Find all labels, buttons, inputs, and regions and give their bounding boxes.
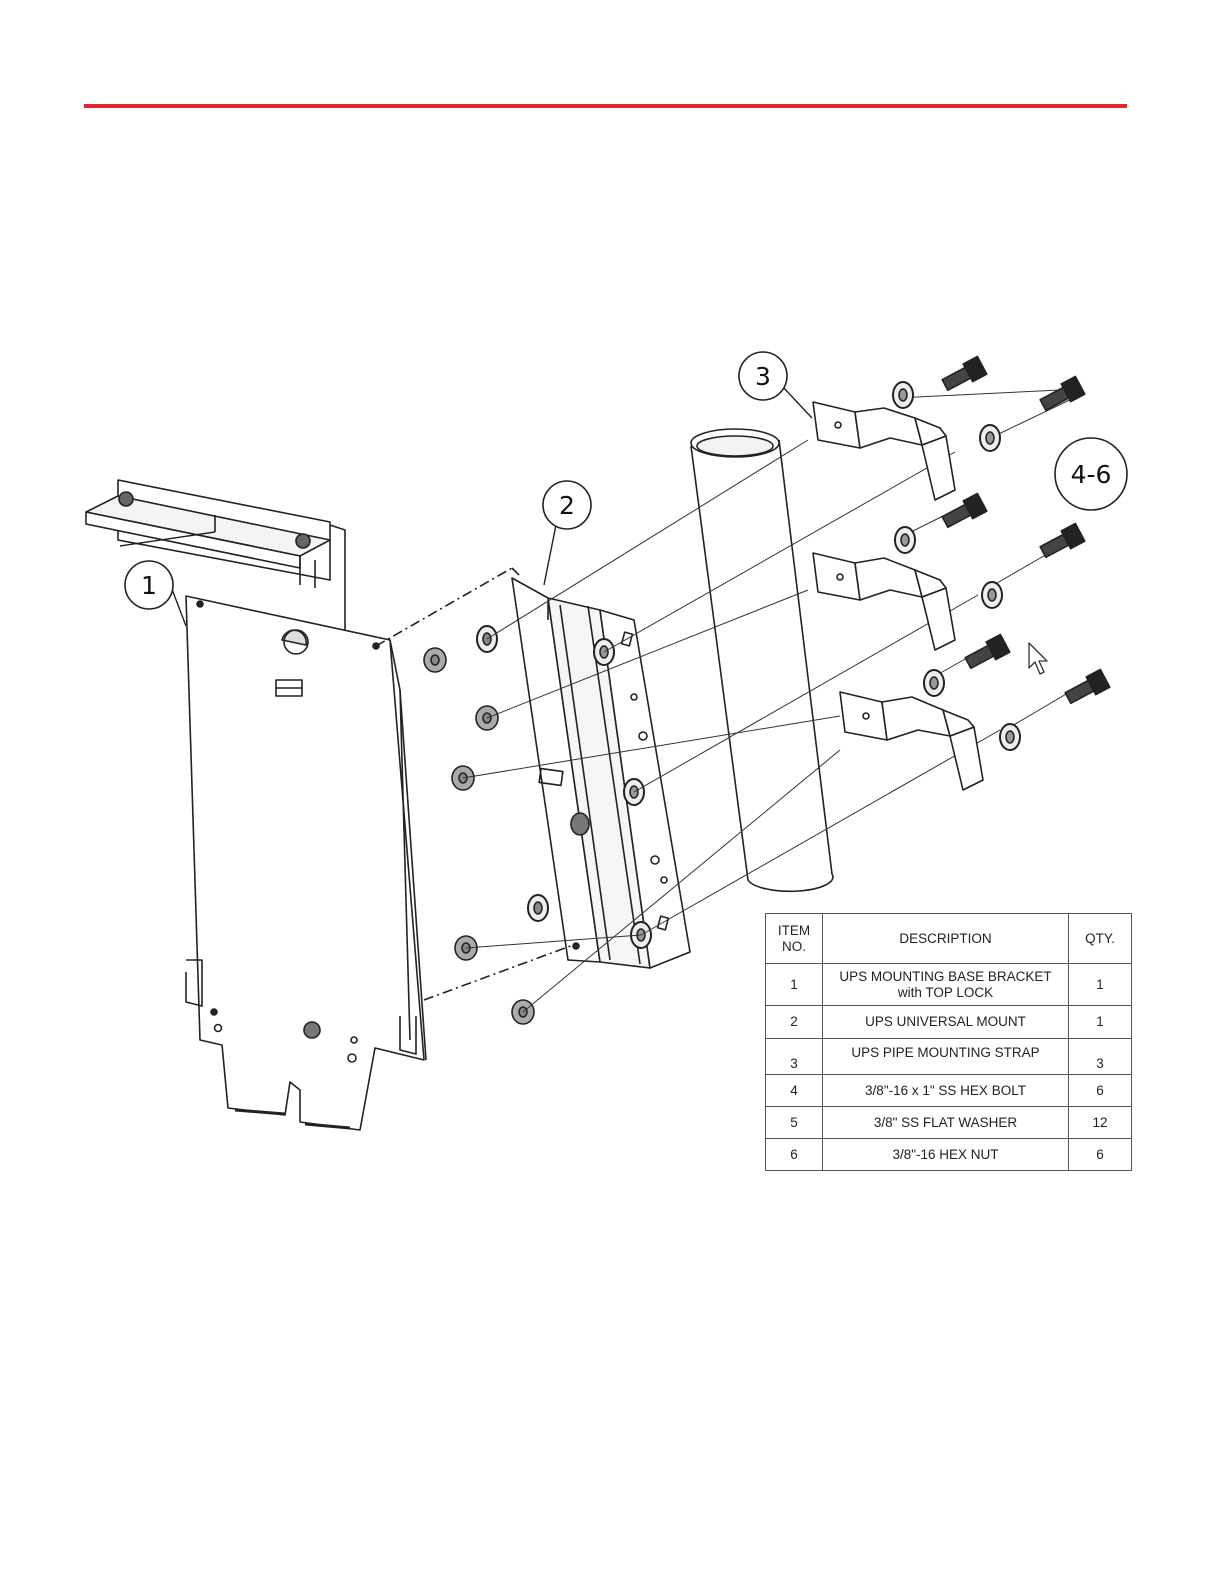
row-description: 3/8" SS FLAT WASHER — [823, 1107, 1069, 1139]
row-item: 2 — [766, 1006, 823, 1039]
callout-4-6-label: 4-6 — [1071, 460, 1112, 489]
row-item: 1 — [766, 964, 823, 1006]
row-item: 4 — [766, 1075, 823, 1107]
row-qty: 6 — [1069, 1075, 1132, 1107]
hex-nuts — [424, 648, 534, 1024]
row-qty: 6 — [1069, 1139, 1132, 1171]
row-item: 3 — [766, 1039, 823, 1075]
callout-3-label: 3 — [755, 362, 771, 391]
table-row: 1 UPS MOUNTING BASE BRACKET with TOP LOC… — [766, 964, 1132, 1006]
callout-4-6: 4-6 — [1055, 438, 1127, 510]
callout-2: 2 — [543, 481, 591, 529]
row-qty: 3 — [1069, 1039, 1132, 1075]
row-description: 3/8"-16 x 1" SS HEX BOLT — [823, 1075, 1069, 1107]
table-row: 3 UPS PIPE MOUNTING STRAP 3 — [766, 1039, 1132, 1075]
mounting-pipe — [691, 429, 833, 891]
header-qty: QTY. — [1069, 914, 1132, 964]
row-description: UPS MOUNTING BASE BRACKET with TOP LOCK — [823, 964, 1069, 1006]
row-item: 6 — [766, 1139, 823, 1171]
table-header-row: ITEM NO. DESCRIPTION QTY. — [766, 914, 1132, 964]
mouse-pointer-icon — [1029, 643, 1047, 674]
row-description: UPS PIPE MOUNTING STRAP — [823, 1039, 1069, 1075]
row-qty: 1 — [1069, 964, 1132, 1006]
row-description-line1: UPS MOUNTING BASE BRACKET — [825, 969, 1066, 985]
bill-of-materials-table: ITEM NO. DESCRIPTION QTY. 1 UPS MOUNTING… — [765, 913, 1132, 1171]
table-row: 5 3/8" SS FLAT WASHER 12 — [766, 1107, 1132, 1139]
header-item-no: ITEM NO. — [766, 914, 823, 964]
row-description: UPS UNIVERSAL MOUNT — [823, 1006, 1069, 1039]
table-row: 4 3/8"-16 x 1" SS HEX BOLT 6 — [766, 1075, 1132, 1107]
table-row: 6 3/8"-16 HEX NUT 6 — [766, 1139, 1132, 1171]
row-description-line2: with TOP LOCK — [825, 985, 1066, 1001]
row-description: 3/8"-16 HEX NUT — [823, 1139, 1069, 1171]
callout-1: 1 — [125, 561, 173, 609]
pipe-mounting-straps — [813, 402, 983, 790]
callout-2-label: 2 — [559, 491, 575, 520]
header-description: DESCRIPTION — [823, 914, 1069, 964]
row-qty: 12 — [1069, 1107, 1132, 1139]
callout-3: 3 — [739, 352, 787, 400]
callout-1-label: 1 — [141, 571, 157, 600]
table-row: 2 UPS UNIVERSAL MOUNT 1 — [766, 1006, 1132, 1039]
row-qty: 1 — [1069, 1006, 1132, 1039]
row-item: 5 — [766, 1107, 823, 1139]
hex-bolts — [940, 356, 1109, 706]
